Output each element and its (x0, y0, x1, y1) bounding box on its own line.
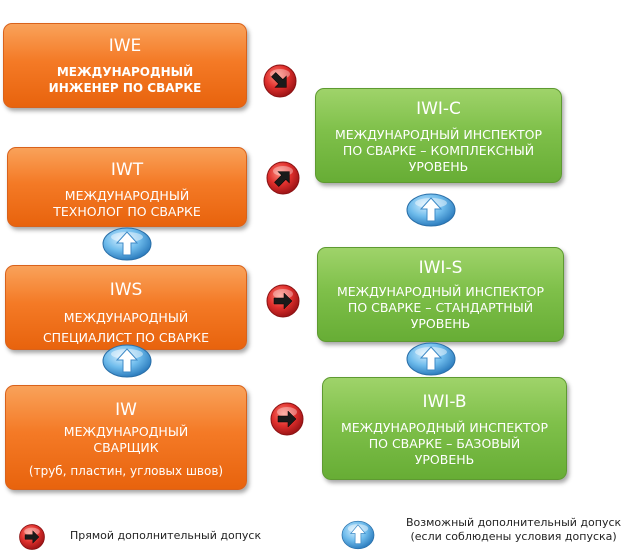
box-description: МЕЖДУНАРОДНЫЙ ТЕХНОЛОГ ПО СВАРКЕ (53, 188, 201, 219)
box-code: IWS (109, 280, 143, 300)
box-description: МЕЖДУНАРОДНЫЙ СПЕЦИАЛИСТ ПО СВАРКЕ (42, 310, 210, 345)
arrow-button-blue-up-icon (102, 344, 152, 378)
legend-direct-label: Прямой дополнительный допуск (70, 529, 262, 542)
box-description: МЕЖДУНАРОДНЫЙ ИНСПЕКТОР ПО СВАРКЕ – СТАН… (336, 284, 545, 331)
box-note: (труб, пластин, угловых швов) (28, 464, 224, 478)
legend-possible-label: Возможный дополнительный допуск (если со… (406, 516, 622, 543)
box-iwi-c: IWI-C МЕЖДУНАРОДНЫЙ ИНСПЕКТОР ПО СВАРКЕ … (315, 88, 562, 183)
arrow-button-red-icon (270, 402, 304, 436)
box-iwi-s: IWI-S МЕЖДУНАРОДНЫЙ ИНСПЕКТОР ПО СВАРКЕ … (317, 247, 564, 342)
box-iw: IW МЕЖДУНАРОДНЫЙ СВАРЩИК (труб, пластин,… (5, 385, 247, 490)
box-code: IWI-S (418, 258, 463, 278)
arrow-button-blue-up-icon (406, 342, 456, 376)
box-code: IW (115, 400, 137, 420)
box-code: IWT (110, 160, 144, 180)
box-description: МЕЖДУНАРОДНЫЙ ИНЖЕНЕР ПО СВАРКЕ (48, 65, 202, 95)
arrow-button-red-icon (19, 524, 45, 550)
box-iwi-b: IWI-B МЕЖДУНАРОДНЫЙ ИНСПЕКТОР ПО СВАРКЕ … (322, 377, 567, 480)
box-description: МЕЖДУНАРОДНЫЙ ИНСПЕКТОР ПО СВАРКЕ – КОМП… (334, 127, 543, 174)
box-description: МЕЖДУНАРОДНЫЙ ИНСПЕКТОР ПО СВАРКЕ – БАЗО… (340, 420, 549, 467)
box-code: IWI-B (422, 392, 467, 412)
box-iws: IWS МЕЖДУНАРОДНЫЙ СПЕЦИАЛИСТ ПО СВАРКЕ (5, 265, 247, 350)
arrow-button-red-icon (266, 161, 300, 195)
arrow-button-blue-up-icon (102, 227, 152, 261)
box-iwe: IWE МЕЖДУНАРОДНЫЙ ИНЖЕНЕР ПО СВАРКЕ (3, 23, 247, 108)
arrow-button-red-icon (266, 284, 300, 318)
box-description: МЕЖДУНАРОДНЫЙ СВАРЩИК (63, 424, 189, 455)
box-iwt: IWT МЕЖДУНАРОДНЫЙ ТЕХНОЛОГ ПО СВАРКЕ (7, 147, 247, 227)
arrow-button-red-icon (263, 64, 297, 98)
arrow-button-blue-up-icon (341, 520, 375, 550)
box-code: IWI-C (416, 99, 461, 119)
box-code: IWE (108, 36, 142, 56)
arrow-button-blue-up-icon (406, 193, 456, 227)
